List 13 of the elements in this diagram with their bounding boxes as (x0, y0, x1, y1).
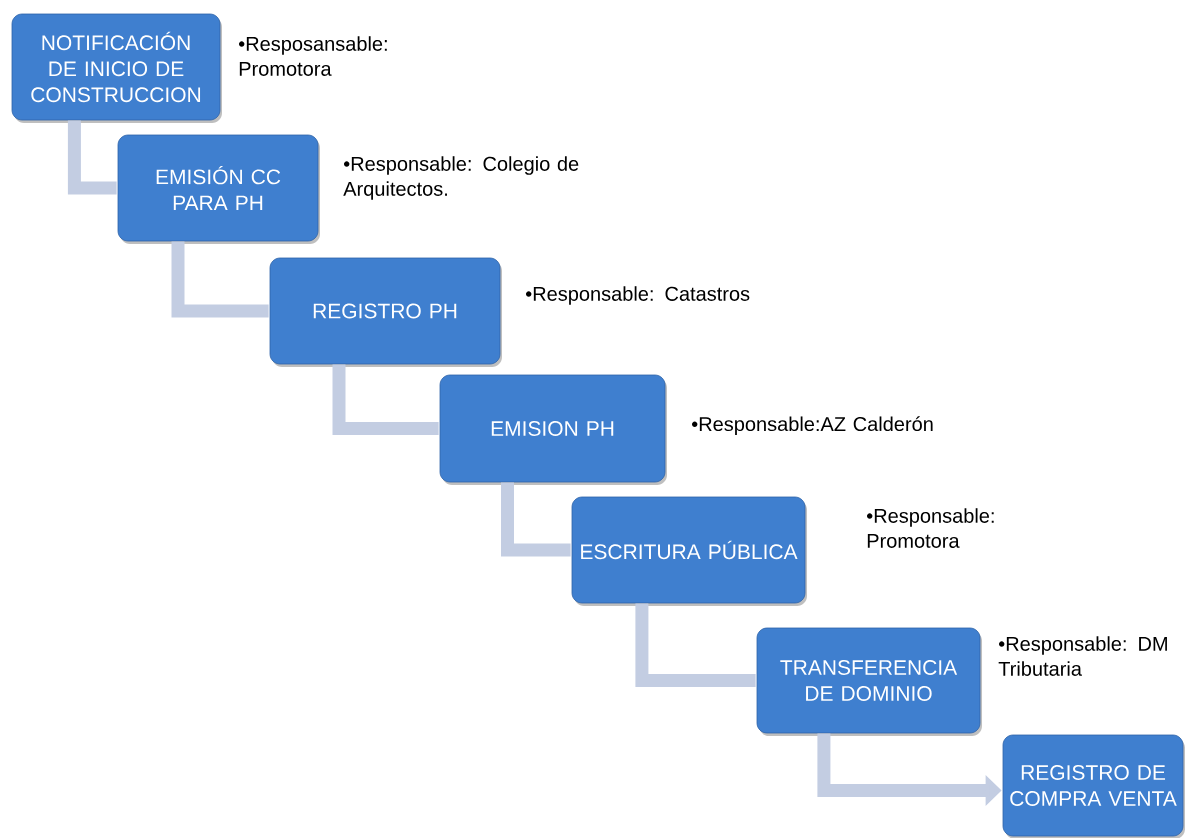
process-box: REGISTRO PH (269, 257, 502, 367)
process-box: EMISIÓN CC PARA PH (117, 134, 320, 244)
responsible-note: •Resposansable: Promotora (239, 36, 387, 76)
process-box: REGISTRO DE COMPRA VENTA (1002, 734, 1185, 838)
responsible-note: •Responsable: Catastros (526, 286, 750, 305)
responsible-note: •Responsable: Colegio de Arquitectos. (343, 156, 579, 200)
process-box: NOTIFICACIÓN DE INICIO DE CONSTRUCCION (11, 13, 222, 123)
responsible-note: •Responsable:AZ Calderón (692, 416, 933, 436)
process-box: EMISION PH (439, 374, 667, 485)
responsible-note: •Responsable: DM Tributaria (998, 636, 1167, 676)
process-box: TRANSFERENCIA DE DOMINIO (756, 627, 982, 736)
responsible-note: •Responsable: Promotora (867, 508, 994, 548)
process-box: ESCRITURA PÚBLICA (571, 496, 807, 606)
